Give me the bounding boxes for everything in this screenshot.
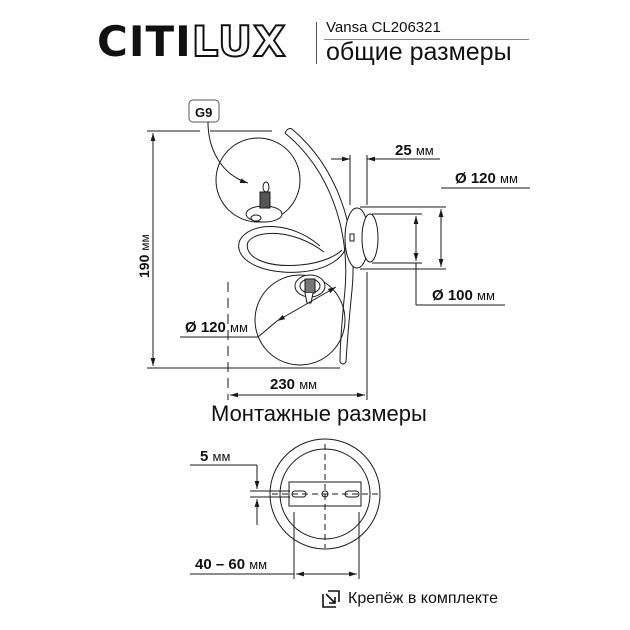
mounting-kit-text: Крепёж в комплекте [348,590,498,607]
brand-logo: CITILUX [97,17,287,67]
mounting-section-title: Монтажные размеры [211,401,427,426]
model-name: Vansa CL206321 [326,19,441,36]
base-inner-diameter: Ø 100 мм [372,213,505,306]
header-divider [316,22,317,64]
base-outer-diameter: Ø 120 мм [360,170,530,270]
base-inner-value: 100 [448,287,473,304]
svg-text:5 мм: 5 мм [200,448,230,465]
socket-callout: G9 [188,99,249,184]
svg-text:Ø 100 мм: Ø 100 мм [432,287,495,304]
depth-dimension: 25 мм [331,142,440,205]
globe-value: 120 [201,319,226,336]
subtitle-rule [324,39,529,40]
brand-logo-citi: CITI [97,17,192,66]
spacing-value: 40 – 60 [195,556,245,573]
base-outer-value: 120 [471,170,496,187]
spacing-dimension: 40 – 60 мм [190,512,360,579]
wall-base [344,207,379,269]
width-value: 230 [270,376,295,393]
svg-text:40 – 60 мм: 40 – 60 мм [195,556,267,573]
mounting-kit-arrow-icon [322,590,340,608]
slot-dimension: 5 мм [190,448,260,525]
globe-diameter: Ø 120 мм [180,286,337,338]
height-value: 190 [136,254,152,278]
depth-value: 25 [395,142,412,159]
svg-text:230 мм: 230 мм [270,376,317,393]
lower-globe [254,274,346,366]
upper-socket [245,181,283,223]
height-dimension: 190 мм [136,130,340,369]
slot-value: 5 [200,448,208,465]
brand-logo-lux: LUX [191,17,287,67]
mounting-plate [250,438,381,550]
mounting-kit-note: Крепёж в комплекте [322,588,498,610]
page-title: общие размеры [326,38,512,66]
width-dimension: 230 мм [227,272,368,400]
svg-text:Ø 120 мм: Ø 120 мм [455,170,518,187]
lower-socket [294,274,326,304]
socket-label: G9 [195,105,212,120]
svg-text:190 мм: 190 мм [136,234,152,278]
svg-text:25 мм: 25 мм [395,142,434,159]
svg-text:Ø 120 мм: Ø 120 мм [185,319,248,336]
